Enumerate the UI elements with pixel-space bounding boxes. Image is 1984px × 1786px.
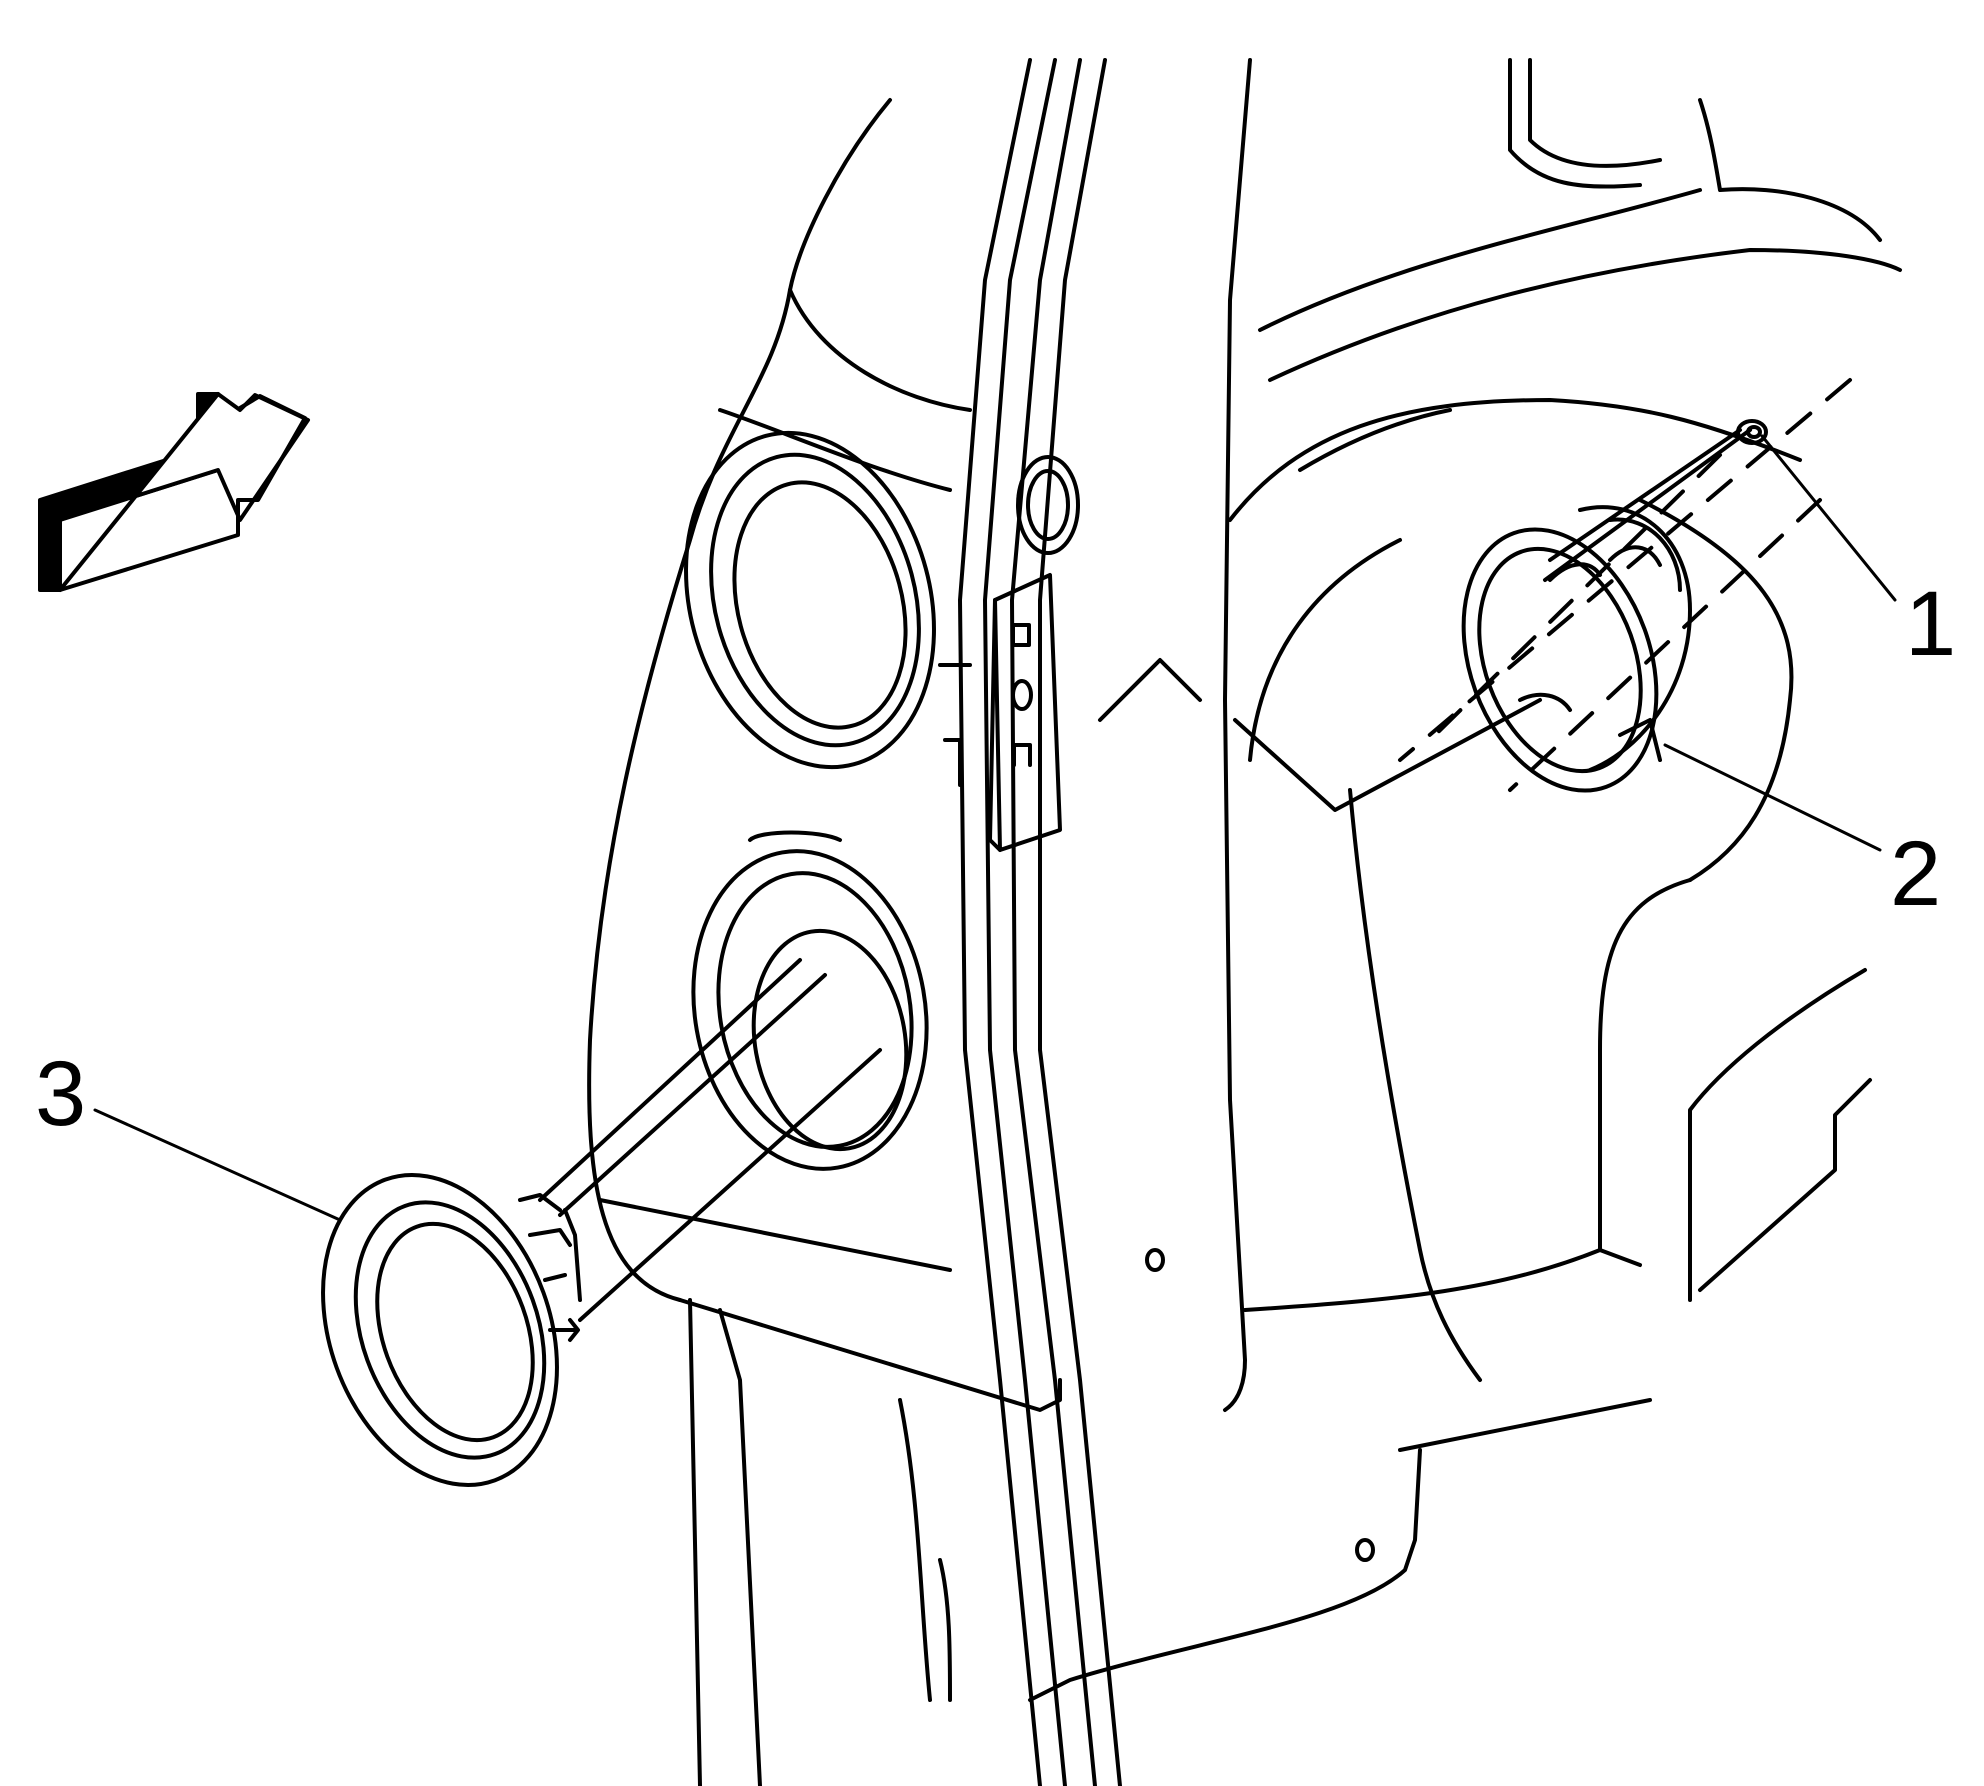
alignment-lines	[1398, 378, 1852, 792]
pillar-trim-panel	[587, 98, 1062, 1786]
callout-2-label: 2	[1890, 823, 1941, 925]
callout-3-label: 3	[35, 1043, 86, 1145]
pillar-bracket	[1098, 658, 1542, 1272]
screw-axis-2	[1548, 428, 1742, 562]
upper-speaker-ring	[684, 430, 972, 787]
callout-leaders	[93, 434, 1897, 1222]
speaker-assembly	[1461, 505, 1692, 793]
screw-axis	[1543, 428, 1752, 582]
switch-bezel	[988, 455, 1080, 852]
mounting-tabs	[538, 958, 952, 1322]
quarter-trim-panel	[898, 58, 1902, 1702]
retaining-screw	[1736, 419, 1768, 445]
lower-speaker-opening	[691, 830, 929, 1171]
callout-1-label: 1	[1905, 573, 1956, 675]
speaker-grille-cover	[321, 1173, 582, 1487]
direction-arrow-icon	[38, 392, 310, 592]
door-seal-strips	[958, 58, 1252, 1786]
